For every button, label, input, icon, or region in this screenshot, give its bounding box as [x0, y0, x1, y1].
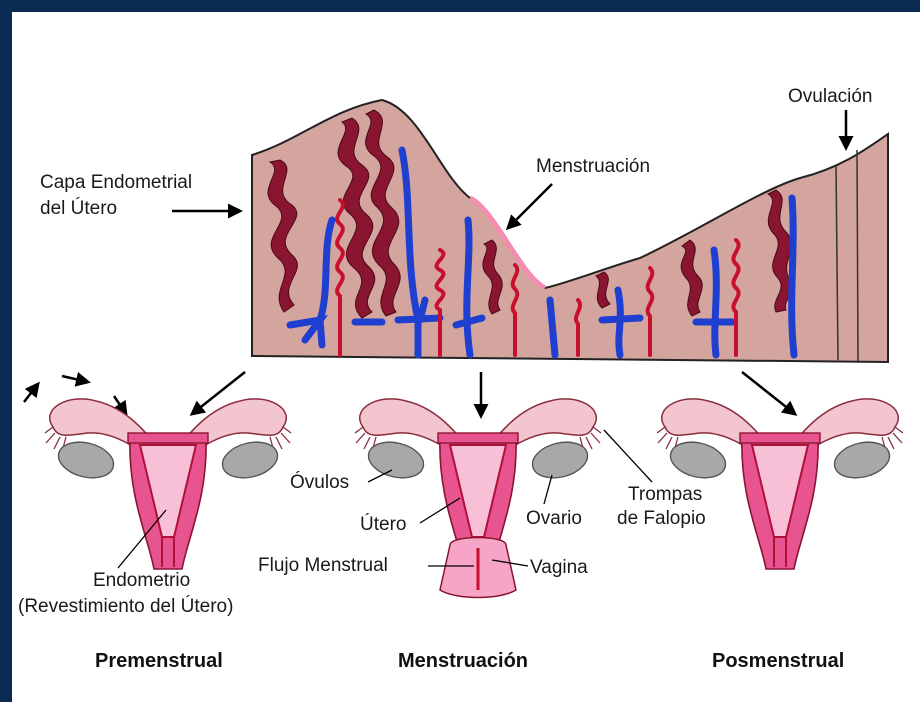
endometrium-label-line1: Endometrio: [93, 570, 190, 591]
tubes-label-line2: de Falopio: [617, 508, 706, 529]
ovule-move-arrow-1: [24, 384, 38, 402]
endometrium-label-line2: (Revestimiento del Útero): [18, 595, 233, 617]
layer-label-line1: Capa Endometrial: [40, 172, 192, 193]
diagram-frame: Capa Endometrial del Útero Menstruación …: [12, 12, 920, 702]
caption-premenstrual: Premenstrual: [95, 650, 223, 672]
caption-menstruation: Menstruación: [398, 650, 528, 672]
tubes-label-line1: Trompas: [628, 484, 702, 505]
vagina-shape: [440, 538, 516, 598]
caption-postmenstrual: Posmenstrual: [712, 650, 844, 672]
ovulation-label: Ovulación: [788, 86, 873, 107]
tubes-leader: [604, 430, 652, 482]
layer-label-line2: del Útero: [40, 197, 117, 219]
uterus-label: Útero: [360, 513, 406, 535]
ovary-label: Ovario: [526, 508, 582, 529]
menstrual-cycle-diagram: Capa Endometrial del Útero Menstruación …: [12, 12, 920, 702]
endometrial-cross-section: [252, 100, 888, 362]
ovules-label: Óvulos: [290, 471, 349, 493]
arrow-to-postmenstrual: [742, 372, 795, 414]
vagina-label: Vagina: [530, 557, 588, 578]
uterus-premenstrual: [45, 399, 291, 569]
menstruation-arrow: [508, 184, 552, 228]
ovule-move-arrow-2: [62, 376, 88, 382]
menstruation-top-label: Menstruación: [536, 156, 650, 177]
flow-label: Flujo Menstrual: [258, 555, 388, 576]
ovary-leader: [544, 475, 552, 504]
